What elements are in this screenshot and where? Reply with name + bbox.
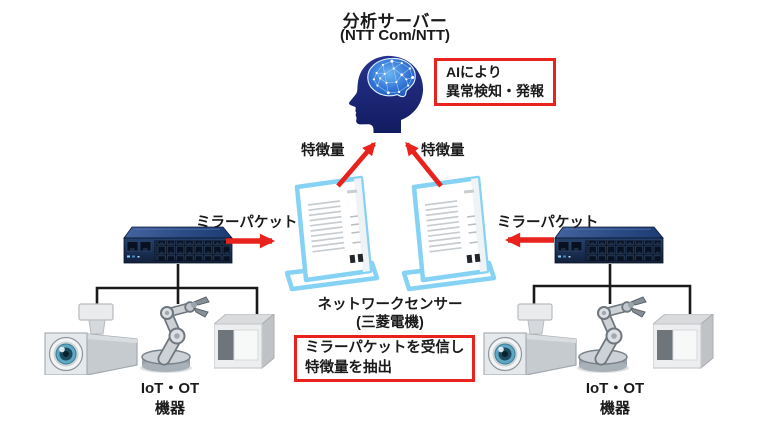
sensor-caption-line2: (三菱電機) (356, 315, 424, 331)
machine-icon-left (214, 314, 275, 369)
iot-ot-label-right-line1: IoT・OT (585, 380, 645, 397)
sensor-callout-line2: 特徴量を抽出 (305, 359, 392, 376)
iot-ot-label-left-line2: 機器 (154, 399, 185, 417)
camera-icon-right (483, 303, 577, 375)
network-sensor-icon-left (284, 165, 379, 300)
sensor-callout-line1: ミラーパケットを受信し (305, 340, 465, 356)
analysis-server-brain-icon (348, 55, 424, 133)
ai-callout-line2: 異常検知・発報 (446, 83, 544, 99)
iot-ot-label-left: IoT・OT 機器 (115, 379, 225, 418)
network-sensor-icon-right (401, 165, 496, 300)
analysis-server-title: 分析サーバー (342, 12, 448, 31)
network-switch-icon-right (554, 226, 664, 264)
mirror-packet-label-right: ミラーパケット (497, 215, 599, 231)
feature-label-right: 特徴量 (421, 143, 465, 159)
network-switch-icon-left (123, 226, 233, 264)
sensor-function-callout: ミラーパケットを受信し 特徴量を抽出 (294, 335, 476, 382)
ai-detection-callout: AIにより 異常検知・発報 (434, 58, 556, 106)
camera-icon-left (44, 303, 138, 375)
robot-arm-icon-left (130, 296, 218, 374)
feature-label-left: 特徴量 (301, 143, 345, 159)
iot-ot-label-right-line2: 機器 (599, 399, 630, 417)
ai-callout-line1: AIにより (446, 64, 502, 80)
mirror-packet-label-left: ミラーパケット (196, 215, 298, 231)
iot-ot-label-right: IoT・OT 機器 (560, 379, 670, 418)
iot-ot-label-left-line1: IoT・OT (140, 380, 200, 397)
machine-icon-right (653, 314, 714, 369)
sensor-caption-line1: ネットワークセンサー (317, 297, 463, 313)
analysis-server-subtitle: (NTT Com/NTT) (340, 27, 450, 44)
robot-arm-icon-right (567, 296, 655, 374)
